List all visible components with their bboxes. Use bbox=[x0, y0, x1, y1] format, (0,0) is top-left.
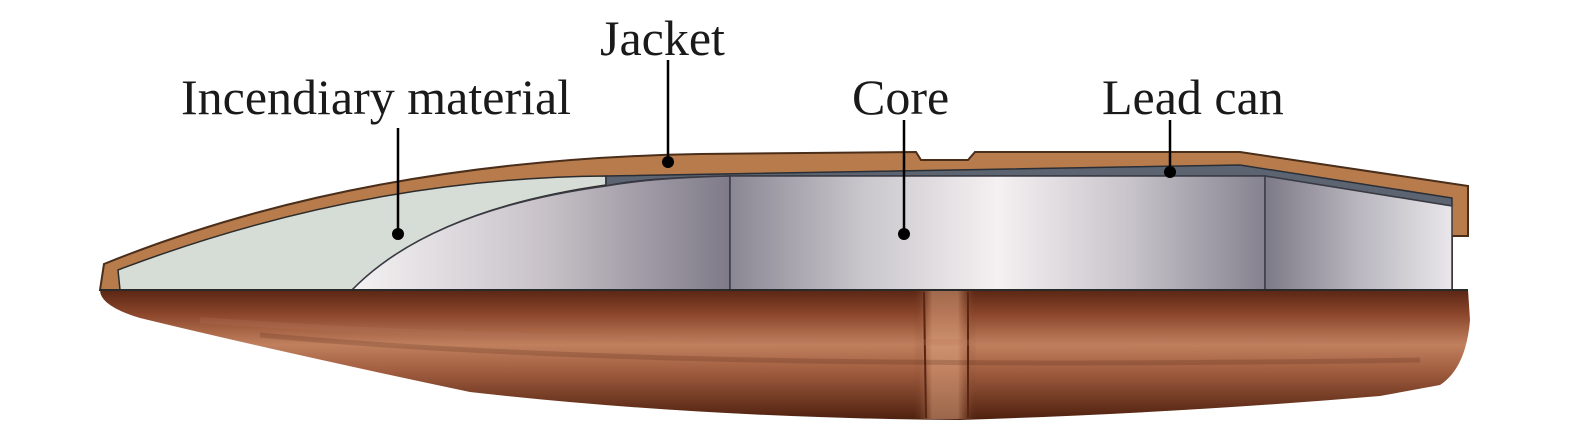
leader-lines bbox=[392, 60, 1176, 240]
leader-core bbox=[898, 120, 910, 240]
bullet-exterior bbox=[100, 290, 1470, 420]
copper-jacket-exterior bbox=[100, 290, 1470, 420]
core-middle-segment bbox=[729, 175, 1266, 291]
core-label: Core bbox=[852, 69, 950, 125]
leader-incendiary-material bbox=[392, 128, 404, 240]
lead-can-label: Lead can bbox=[1102, 69, 1284, 125]
incendiary-material-label: Incendiary material bbox=[181, 69, 572, 125]
leader-jacket bbox=[662, 60, 674, 168]
leader-lead-can bbox=[1164, 120, 1176, 178]
core-front-segment bbox=[350, 175, 731, 291]
jacket-label: Jacket bbox=[600, 10, 725, 66]
bullet-cross-section bbox=[98, 150, 1469, 291]
